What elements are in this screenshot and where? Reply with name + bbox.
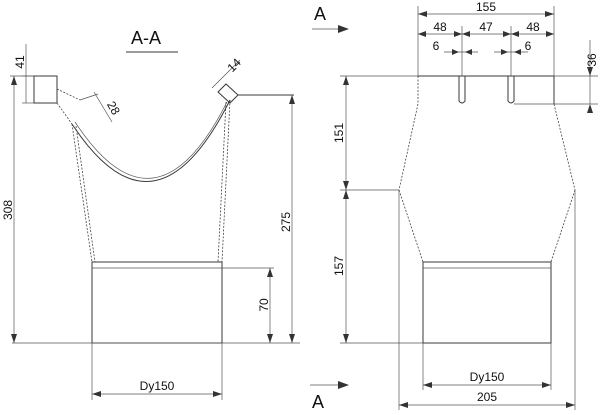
dim-157-arrow-bot <box>343 334 349 343</box>
dim-dy-right-arrow-r <box>542 382 551 388</box>
dim-dy-right-arrow-l <box>423 382 432 388</box>
front-view: A A 155 <box>310 0 599 412</box>
dim-47-arrow-1 <box>462 31 470 37</box>
funnel-left-wall-inner <box>75 125 96 263</box>
dim-14-line <box>211 59 241 89</box>
dim-157-arrow-top <box>343 190 349 199</box>
dim-205-label: 205 <box>477 390 497 404</box>
saddle-curve-inner <box>74 101 228 179</box>
dim-308-arrow-top <box>11 76 17 85</box>
dim-dy-left-label: Dy150 <box>140 379 175 393</box>
funnel-right-wall-inner <box>217 101 227 263</box>
dim-48-left-label: 48 <box>433 20 447 34</box>
dim-28-line <box>93 91 113 123</box>
dim-155-arrow-r <box>545 11 554 17</box>
dim-151-arrow-top <box>343 76 349 85</box>
dim-155-label: 155 <box>476 0 496 14</box>
dim-157-label: 157 <box>332 256 346 276</box>
dim-275-label: 275 <box>279 212 293 232</box>
dim-205-arrow-l <box>399 402 408 408</box>
slot-right <box>507 76 515 104</box>
dim-36-arrow-top <box>587 67 593 76</box>
lower-right-taper <box>550 189 576 263</box>
dim-6-left-label: 6 <box>433 39 440 53</box>
dim-48-right-label: 48 <box>526 20 540 34</box>
dim-47-arrow-2 <box>503 31 511 37</box>
right-lip-stub <box>217 83 239 104</box>
dim-28-ext <box>79 93 99 101</box>
dim-275-arrow-bot <box>289 334 295 343</box>
dim-205-arrow-r <box>566 402 575 408</box>
dim-dy-left-arrow-l <box>92 391 101 397</box>
upper-right-taper <box>553 103 576 191</box>
dim-151-arrow-bot <box>343 181 349 190</box>
dim-47-label: 47 <box>479 20 493 34</box>
dim-6-left-arrow-1 <box>452 49 459 55</box>
front-pipe-body <box>422 261 552 344</box>
slot-left <box>458 76 466 104</box>
lower-left-taper <box>398 189 424 263</box>
upper-left-taper <box>398 103 419 191</box>
dim-36-arrow-bot <box>587 104 593 113</box>
dim-6-right-arrow-2 <box>514 49 521 55</box>
upper-body <box>418 75 555 104</box>
section-title: A-A <box>131 28 161 48</box>
section-mark-bottom: A <box>312 392 324 412</box>
dim-dy-right-label: Dy150 <box>470 370 505 384</box>
dim-dy-left-arrow-r <box>213 391 222 397</box>
dim-155-arrow-l <box>418 11 427 17</box>
lug-edge-1 <box>56 102 73 125</box>
section-view-a-a: A-A 41 14 28 <box>1 28 300 400</box>
dim-70-arrow-bot <box>267 334 273 343</box>
dim-36-label: 36 <box>585 53 599 67</box>
dim-308-label: 308 <box>1 200 15 220</box>
lug-edge-2 <box>56 88 81 101</box>
funnel-right-wall <box>221 99 231 263</box>
pipe-body <box>91 261 223 344</box>
section-mark-top-arrow <box>338 25 349 33</box>
dim-151-label: 151 <box>332 123 346 143</box>
section-mark-bottom-arrow <box>338 381 349 389</box>
dim-70-label: 70 <box>257 298 271 312</box>
dim-6-left-arrow-2 <box>465 49 472 55</box>
dim-275-arrow-top <box>289 95 295 104</box>
dim-48b-arrow-1 <box>511 31 519 37</box>
dim-48-arrow-1 <box>418 31 426 37</box>
left-lug <box>33 75 58 104</box>
dim-48-arrow-2 <box>454 31 462 37</box>
dim-6-right-label: 6 <box>525 39 532 53</box>
saddle-curve-outer <box>71 99 231 182</box>
dim-308-arrow-bot <box>11 334 17 343</box>
dim-48b-arrow-2 <box>546 31 554 37</box>
dim-41-label: 41 <box>13 55 27 69</box>
dim-6-right-arrow-1 <box>501 49 508 55</box>
funnel-left-wall <box>71 123 93 263</box>
section-mark-top: A <box>314 4 326 24</box>
dim-70-arrow-top <box>267 268 273 277</box>
dim-14-label: 14 <box>224 55 244 75</box>
dim-28-label: 28 <box>104 99 123 118</box>
